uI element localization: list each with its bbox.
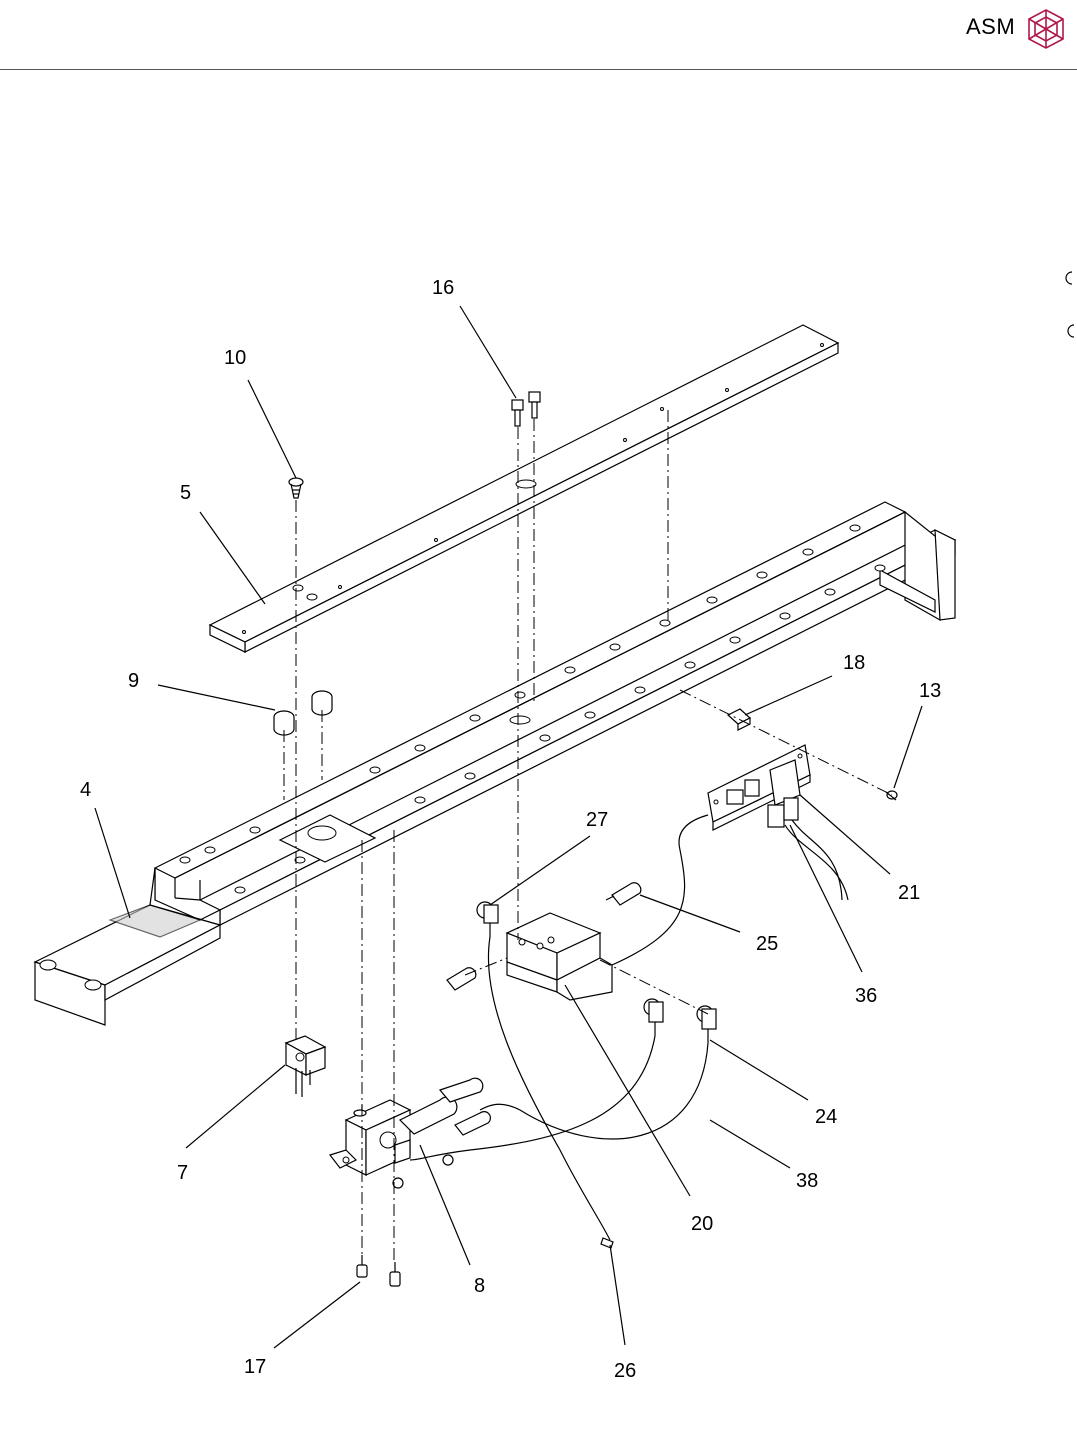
callout-10: 10 — [224, 347, 246, 369]
callout-36: 36 — [855, 985, 877, 1007]
wires — [410, 815, 848, 1248]
part-21-circuit-board — [708, 745, 810, 830]
callout-20: 20 — [691, 1213, 713, 1235]
exploded-parts-diagram: 16 10 5 9 4 18 13 27 25 21 36 24 38 20 7… — [0, 70, 1077, 1449]
part-20-sensor-blocks — [507, 913, 612, 1000]
part-9-caps — [274, 691, 332, 735]
part-10-screw — [289, 478, 303, 498]
brand-name: ASM — [966, 14, 1015, 40]
asm-cube-logo-icon — [1027, 8, 1065, 50]
part-7-clamp — [286, 1036, 325, 1097]
callout-8: 8 — [474, 1275, 485, 1297]
callouts: 16 10 5 9 4 18 13 27 25 21 36 24 38 20 7… — [80, 277, 941, 1382]
callout-25: 25 — [756, 933, 778, 955]
callout-17: 17 — [244, 1356, 266, 1378]
callout-38: 38 — [796, 1170, 818, 1192]
callout-7: 7 — [177, 1162, 188, 1184]
part-16-screws — [512, 392, 540, 426]
callout-13: 13 — [919, 680, 941, 702]
callout-4: 4 — [80, 779, 91, 801]
callout-24: 24 — [815, 1106, 837, 1128]
callout-27: 27 — [586, 809, 608, 831]
edge-mark — [1066, 272, 1072, 284]
page-header: ASM — [0, 0, 1077, 70]
callout-9: 9 — [128, 670, 139, 692]
callout-5: 5 — [180, 482, 191, 504]
part-27-connector — [477, 902, 498, 937]
part-5-cover-bar — [210, 325, 838, 652]
callout-21: 21 — [898, 882, 920, 904]
part-8-valve-block — [330, 1078, 490, 1188]
callout-26: 26 — [614, 1360, 636, 1382]
edge-mark — [1068, 325, 1074, 337]
callout-18: 18 — [843, 652, 865, 674]
part-4-base-rail — [35, 502, 955, 1025]
callout-16: 16 — [432, 277, 454, 299]
part-18-standoff — [728, 709, 750, 730]
